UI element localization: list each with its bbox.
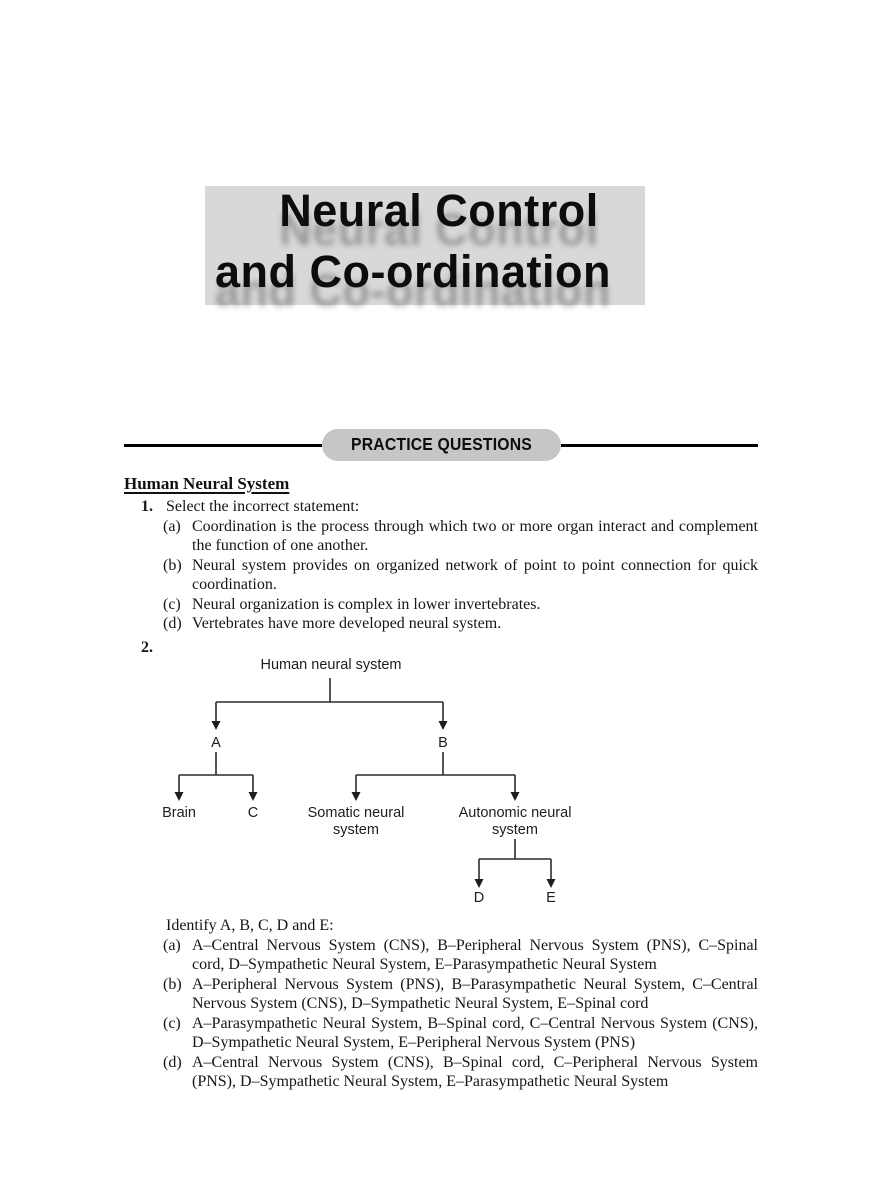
option-label: (b) bbox=[163, 975, 182, 993]
diagram-node-brain: Brain bbox=[162, 805, 196, 821]
diagram-node-autonomic: Autonomic neural system bbox=[458, 805, 572, 838]
option-label: (b) bbox=[163, 556, 182, 574]
question-2-option-a: (a) A–Central Nervous System (CNS), B–Pe… bbox=[141, 936, 758, 975]
neural-system-diagram: Human neural system A B Brain C Somatic … bbox=[0, 650, 880, 906]
chapter-title-line1: Neural Control bbox=[279, 185, 599, 236]
option-label: (c) bbox=[163, 1014, 181, 1032]
diagram-node-d: D bbox=[473, 890, 485, 906]
question-1-option-c: (c) Neural organization is complex in lo… bbox=[141, 595, 758, 615]
option-label: (a) bbox=[163, 936, 181, 954]
option-label: (d) bbox=[163, 1053, 182, 1071]
diagram-connector-lines bbox=[174, 678, 556, 888]
option-text: Vertebrates have more developed neural s… bbox=[192, 615, 502, 632]
question-1-option-a: (a) Coordination is the process through … bbox=[141, 517, 758, 556]
diagram-node-b: B bbox=[438, 735, 448, 751]
option-text: A–Parasympathetic Neural System, B–Spina… bbox=[192, 1014, 758, 1052]
option-text: A–Peripheral Nervous System (PNS), B–Par… bbox=[192, 975, 758, 1013]
option-text: Neural system provides on organized netw… bbox=[192, 556, 758, 594]
question-1-text: Select the incorrect statement: bbox=[166, 498, 360, 515]
question-1: 1. Select the incorrect statement: (a) C… bbox=[141, 497, 758, 634]
question-2-options-block: Identify A, B, C, D and E: (a) A–Central… bbox=[141, 916, 758, 1092]
topic-heading: Human Neural System bbox=[124, 474, 290, 493]
question-2-number: 2. bbox=[141, 639, 153, 656]
option-text: A–Central Nervous System (CNS), B–Spinal… bbox=[192, 1053, 758, 1091]
question-1-option-b: (b) Neural system provides on organized … bbox=[141, 556, 758, 595]
diagram-node-root: Human neural system bbox=[260, 657, 402, 673]
option-label: (a) bbox=[163, 517, 181, 535]
question-2-option-d: (d) A–Central Nervous System (CNS), B–Sp… bbox=[141, 1053, 758, 1092]
practice-questions-divider: PRACTICE QUESTIONS bbox=[124, 429, 759, 461]
question-1-stem: 1. Select the incorrect statement: bbox=[141, 497, 758, 517]
option-text: Coordination is the process through whic… bbox=[192, 517, 758, 555]
diagram-node-somatic: Somatic neural system bbox=[307, 805, 405, 838]
option-label: (d) bbox=[163, 615, 182, 632]
option-text: A–Central Nervous System (CNS), B–Periph… bbox=[192, 936, 758, 974]
question-1-option-d: (d) Vertebrates have more developed neur… bbox=[141, 614, 758, 634]
diagram-node-a: A bbox=[211, 735, 221, 751]
question-2-option-c: (c) A–Parasympathetic Neural System, B–S… bbox=[141, 1014, 758, 1053]
question-2-prompt: Identify A, B, C, D and E: bbox=[166, 917, 334, 934]
divider-line-right bbox=[560, 443, 759, 447]
practice-questions-pill: PRACTICE QUESTIONS bbox=[321, 429, 561, 461]
question-1-number: 1. bbox=[141, 498, 153, 515]
option-text: Neural organization is complex in lower … bbox=[192, 595, 541, 613]
divider-line-left bbox=[124, 443, 322, 447]
question-2-option-b: (b) A–Peripheral Nervous System (PNS), B… bbox=[141, 975, 758, 1014]
chapter-title-box: Neural Control and Co-ordination bbox=[205, 185, 645, 305]
diagram-node-c: C bbox=[247, 805, 259, 821]
practice-questions-label: PRACTICE QUESTIONS bbox=[350, 434, 532, 454]
arrowhead-icons bbox=[174, 721, 556, 888]
option-label: (c) bbox=[163, 595, 181, 613]
diagram-node-e: E bbox=[546, 890, 556, 906]
chapter-title-line2: and Co-ordination bbox=[215, 246, 611, 297]
